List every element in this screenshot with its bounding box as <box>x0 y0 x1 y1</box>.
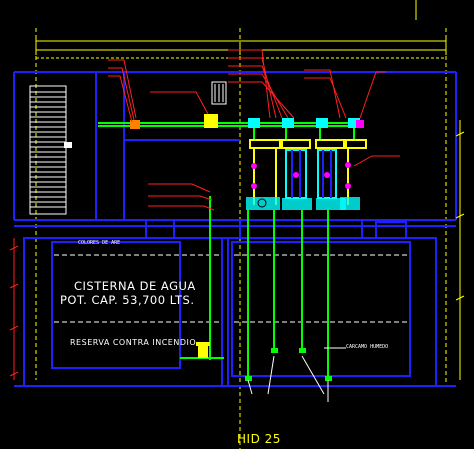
suction-valve <box>196 342 210 358</box>
top-dimension-lines <box>35 35 447 59</box>
wet-pit-label: CARCAMO HUMEDO <box>346 344 388 350</box>
water-level-lines <box>54 254 408 323</box>
fire-reserve-label: RESERVA CONTRA INCENDIO <box>70 338 196 347</box>
hydropneumatic-tank <box>29 85 72 215</box>
color-note-label: COLORES DE ARE <box>78 240 120 246</box>
right-dimensions <box>455 120 465 380</box>
tank-title-label: CISTERNA DE AGUA <box>74 279 196 293</box>
riser-leaders <box>247 347 346 402</box>
sheet-id-label: HID 25 <box>237 432 281 446</box>
pump-assembly-4 <box>340 139 367 210</box>
header-fittings <box>130 81 364 129</box>
pump-assembly-1 <box>246 139 281 210</box>
pump-assembly-3 <box>315 139 347 210</box>
callout-leaders <box>108 49 400 211</box>
building-structure <box>13 71 457 387</box>
pump-assembly-2 <box>281 139 312 210</box>
tank-capacity-label: POT. CAP. 53,700 LTS. <box>60 293 195 307</box>
left-dimensions <box>9 238 19 380</box>
foot-valves <box>245 348 332 381</box>
